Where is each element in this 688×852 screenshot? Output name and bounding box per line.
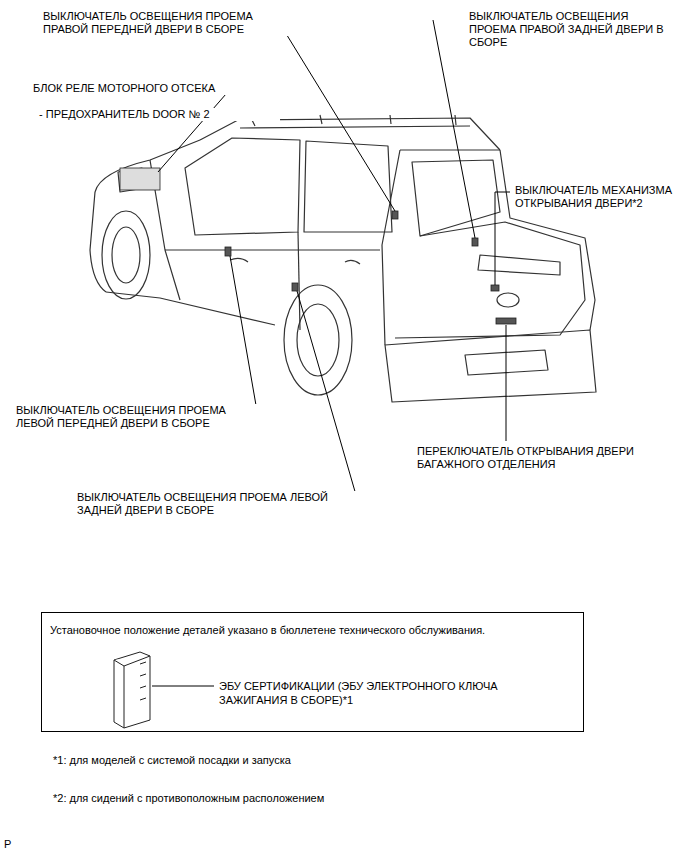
page-mark: P: [3, 838, 25, 851]
footnote: *1: для моделей с системой посадки и зап…: [52, 754, 454, 767]
part-marker: [120, 168, 516, 324]
part-label: ЭБУ СЕРТИФИКАЦИИ (ЭБУ ЭЛЕКТРОННОГО КЛЮЧА…: [219, 679, 509, 707]
part-label: ВЫКЛЮЧАТЕЛЬ ОСВЕЩЕНИЯ ПРОЕМА ПРАВОЙ ПЕРЕ…: [42, 10, 294, 36]
part-label: ВЫКЛЮЧАТЕЛЬ ОСВЕЩЕНИЯ ПРОЕМА ЛЕВОЙ ПЕРЕД…: [15, 404, 262, 430]
footnote: *2: для сидений с противоположным распол…: [52, 792, 454, 805]
ecu-icon: [114, 652, 150, 728]
part-label: ПЕРЕКЛЮЧАТЕЛЬ ОТКРЫВАНИЯ ДВЕРИ БАГАЖНОГО…: [416, 445, 663, 471]
note-box: Установочное положение деталей указано в…: [41, 612, 584, 732]
part-label: ВЫКЛЮЧАТЕЛЬ ОСВЕЩЕНИЯ ПРОЕМА ПРАВОЙ ЗАДН…: [468, 10, 670, 49]
fuse-label: - ПРЕДОХРАНИТЕЛЬ DOOR № 2: [38, 108, 280, 121]
car-outline: [90, 115, 596, 402]
part-label: БЛОК РЕЛЕ МОТОРНОГО ОТСЕКА: [32, 82, 274, 95]
note-text: Установочное положение деталей указано в…: [50, 623, 570, 637]
part-label: ВЫКЛЮЧАТЕЛЬ МЕХАНИЗМА ОТКРЫВАНИЯ ДВЕРИ*2: [514, 184, 684, 210]
part-label: ВЫКЛЮЧАТЕЛЬ ОСВЕЩЕНИЯ ПРОЕМА ЛЕВОЙ ЗАДНЕ…: [76, 491, 363, 517]
